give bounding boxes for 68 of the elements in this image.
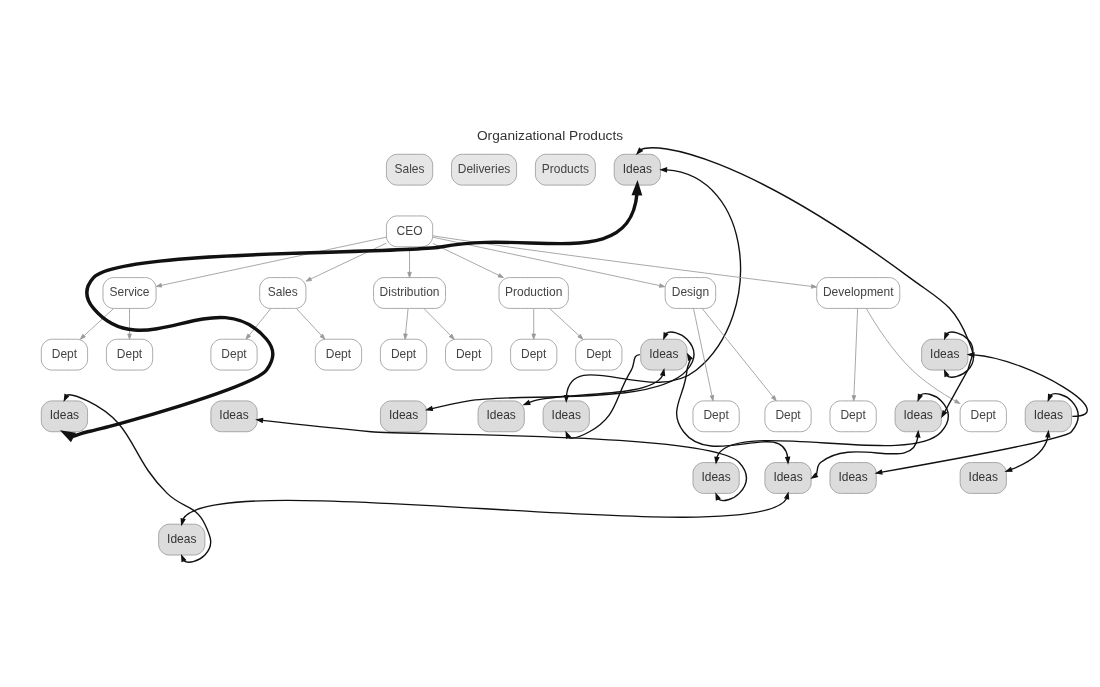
node-box: Ideas [40, 399, 88, 432]
arrow [966, 351, 1088, 417]
arrow [424, 330, 695, 411]
node-box: Ideas [542, 399, 590, 432]
node-box: Production [498, 276, 569, 309]
node-box: Ideas [640, 338, 688, 370]
arrow [296, 307, 326, 340]
node-box: Ideas [894, 399, 942, 432]
node-box: Dept [314, 338, 362, 370]
node-box: Distribution [373, 276, 446, 309]
node-box: Ideas [921, 338, 969, 370]
arrow [851, 307, 859, 401]
node-box: Ideas [210, 399, 258, 432]
arrow [635, 146, 975, 378]
node-box: Ideas [1024, 399, 1072, 432]
arrow [810, 429, 921, 479]
diagram-title: Organizational Products [476, 127, 624, 143]
arrow [155, 236, 387, 287]
node-box: Dept [210, 338, 258, 370]
arrow [255, 417, 747, 501]
node-box: CEO [386, 215, 434, 247]
arrow [549, 307, 584, 340]
arrow [675, 352, 791, 465]
node-box: Sales [386, 153, 434, 186]
arrow [432, 234, 818, 289]
arrow [127, 307, 132, 340]
node-box: Ideas [158, 523, 206, 555]
arrow [432, 236, 666, 288]
arrow [180, 490, 790, 526]
node-box: Dept [829, 399, 877, 432]
node-box: Dept [105, 338, 154, 370]
arrow [1004, 429, 1051, 472]
arrow [403, 307, 409, 340]
node-box: Dept [764, 399, 812, 432]
arrow [701, 307, 777, 401]
arrow [865, 307, 961, 404]
node-box: Ideas [692, 461, 740, 494]
node-box: Sales [259, 276, 307, 309]
arrow [941, 330, 974, 418]
node-box: Dept [445, 338, 493, 370]
arrow [874, 392, 1079, 475]
node-box: Ideas [380, 399, 428, 432]
node-box: Dept [380, 338, 428, 370]
node-box: Dept [40, 338, 88, 370]
arrow [305, 242, 387, 282]
node-box: Ideas [613, 153, 661, 186]
arrow [531, 307, 536, 340]
node-box: Dept [692, 399, 740, 432]
arrow [714, 392, 949, 465]
node-box: Service [102, 276, 157, 309]
node-box: Design [664, 276, 717, 309]
arrow [245, 307, 272, 340]
arrow [63, 393, 212, 563]
node-box: Ideas [477, 399, 525, 432]
arrow [432, 242, 504, 278]
arrow [79, 307, 114, 340]
node-box: Development [816, 276, 901, 309]
node-box: Ideas [829, 461, 877, 494]
node-box: Ideas [764, 461, 812, 494]
node-box: Products [535, 153, 596, 186]
arrow [423, 307, 455, 340]
arrow [407, 246, 412, 278]
node-box: Dept [959, 399, 1007, 432]
node-box: Ideas [959, 461, 1007, 494]
node-box: Dept [510, 338, 558, 370]
node-box: Dept [575, 338, 623, 370]
arrow [693, 307, 715, 401]
node-box: Deliveries [451, 153, 517, 186]
